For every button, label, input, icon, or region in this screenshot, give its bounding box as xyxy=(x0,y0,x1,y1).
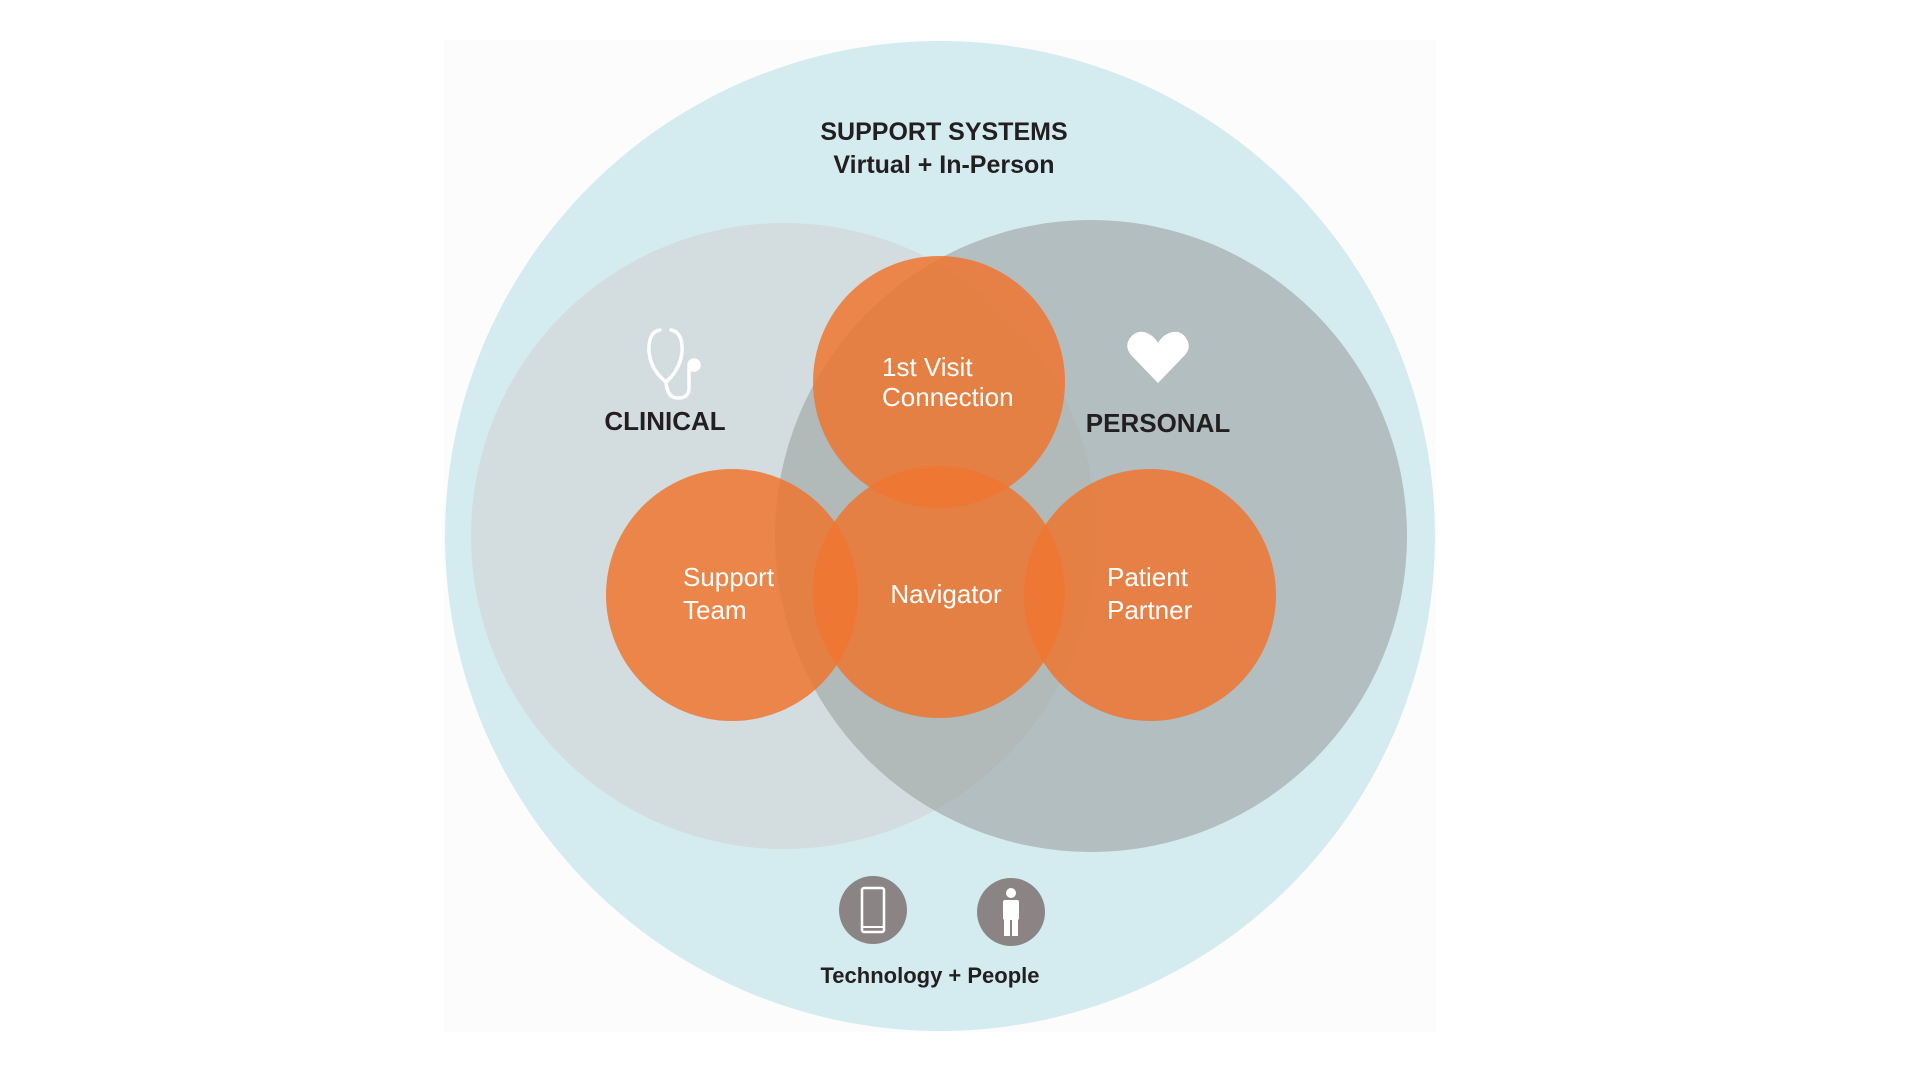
diagram-subtitle: Virtual + In-Person xyxy=(833,151,1054,179)
smartphone-icon xyxy=(839,876,907,944)
node-circles xyxy=(606,256,1276,721)
support-team-label-line2: Team xyxy=(683,595,747,625)
clinical-label: CLINICAL xyxy=(604,406,725,436)
patient-partner-label-line1: Patient xyxy=(1107,562,1189,592)
diagram-title: SUPPORT SYSTEMS xyxy=(820,118,1067,146)
personal-label: PERSONAL xyxy=(1086,408,1231,438)
first-visit-circle[interactable] xyxy=(813,256,1065,508)
first-visit-label-line2: Connection xyxy=(882,382,1014,412)
stethoscope-icon xyxy=(647,328,701,400)
support-team-circle[interactable] xyxy=(606,469,858,721)
navigator-label: Navigator xyxy=(890,579,1002,609)
first-visit-label-line1: 1st Visit xyxy=(882,352,973,382)
heart-icon xyxy=(1127,331,1189,383)
patient-partner-circle[interactable] xyxy=(1024,469,1276,721)
person-icon xyxy=(977,878,1045,946)
footer-label: Technology + People xyxy=(820,963,1039,988)
patient-partner-label-line2: Partner xyxy=(1107,595,1193,625)
support-team-label-line1: Support xyxy=(683,562,775,592)
navigator-circle[interactable] xyxy=(813,466,1065,718)
